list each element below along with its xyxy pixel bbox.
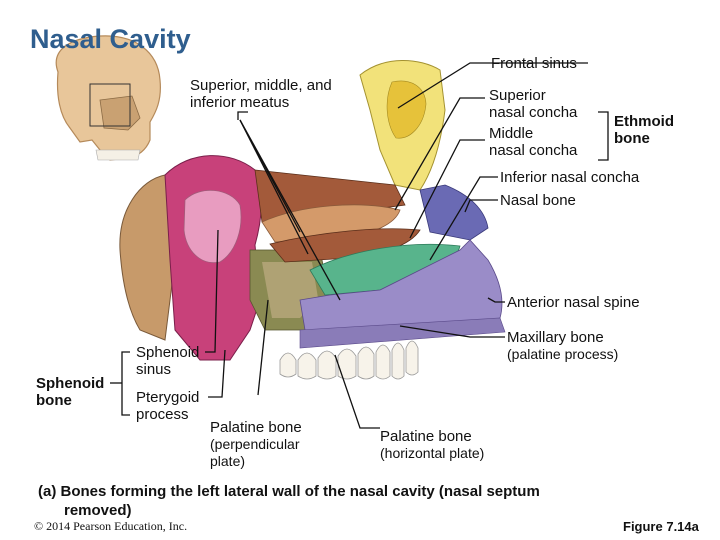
label-palatine-perp-line3: plate)	[210, 453, 246, 469]
label-pterygoid-line1: Pterygoid	[136, 389, 200, 406]
label-superior-concha-line2: nasal concha	[489, 104, 578, 121]
label-ethmoid-bone: Ethmoid bone	[614, 113, 674, 147]
label-ethmoid-line1: Ethmoid	[614, 113, 674, 130]
label-superior-concha-line1: Superior	[489, 87, 546, 104]
nasal-bone-shape	[419, 184, 489, 241]
label-superior-concha: Superior nasal concha	[489, 87, 577, 121]
figure-number: Figure 7.14a	[623, 519, 699, 534]
figure-caption-text: (a) Bones forming the left lateral wall …	[38, 483, 540, 519]
label-maxillary-line1: Maxillary bone	[507, 329, 604, 346]
label-pterygoid-process: Pterygoid process	[136, 389, 199, 423]
label-middle-concha-line1: Middle	[489, 125, 534, 142]
label-maxillary-line2: (palatine process)	[507, 346, 619, 362]
skull-thumbnail	[55, 35, 161, 161]
label-sphenoid-sinus-line1: Sphenoid	[136, 344, 200, 361]
label-palatine-horiz-line2: (horizontal plate)	[380, 445, 485, 461]
label-ethmoid-line2: bone	[614, 130, 650, 147]
label-meatus-line1: Superior, middle, and	[190, 77, 332, 94]
teeth	[279, 340, 419, 380]
label-middle-concha: Middle nasal concha	[489, 125, 577, 159]
leader-lines	[110, 62, 609, 429]
label-palatine-perp-line2: (perpendicular	[210, 436, 300, 452]
label-palatine-perp-line1: Palatine bone	[210, 419, 302, 436]
label-maxillary-bone: Maxillary bone (palatine process)	[507, 329, 618, 363]
figure-caption: (a) Bones forming the left lateral wall …	[38, 482, 584, 520]
label-sphenoid-sinus: Sphenoid sinus	[136, 344, 199, 378]
label-frontal-sinus: Frontal sinus	[491, 55, 577, 72]
label-sphenoid-bone-line1: Sphenoid	[36, 375, 105, 392]
label-sphenoid-bone-line2: bone	[36, 392, 72, 409]
label-palatine-perpendicular: Palatine bone (perpendicular plate)	[210, 419, 302, 470]
label-anterior-nasal-spine: Anterior nasal spine	[507, 294, 640, 311]
frontal-sinus-shape	[386, 80, 427, 139]
copyright: © 2014 Pearson Education, Inc.	[34, 519, 188, 533]
label-nasal-bone: Nasal bone	[500, 192, 576, 209]
label-pterygoid-line2: process	[136, 406, 189, 423]
label-palatine-horiz-line1: Palatine bone	[380, 428, 472, 445]
label-meatus: Superior, middle, and inferior meatus	[190, 77, 332, 111]
label-inferior-concha: Inferior nasal concha	[500, 169, 640, 186]
label-palatine-horizontal: Palatine bone (horizontal plate)	[380, 428, 484, 462]
page-title: Nasal Cavity	[30, 24, 191, 54]
label-middle-concha-line2: nasal concha	[489, 142, 578, 159]
label-sphenoid-sinus-line2: sinus	[136, 361, 172, 378]
sphenoid-sinus-shape	[183, 189, 242, 263]
label-sphenoid-bone: Sphenoid bone	[36, 375, 104, 409]
label-meatus-line2: inferior meatus	[190, 94, 290, 111]
